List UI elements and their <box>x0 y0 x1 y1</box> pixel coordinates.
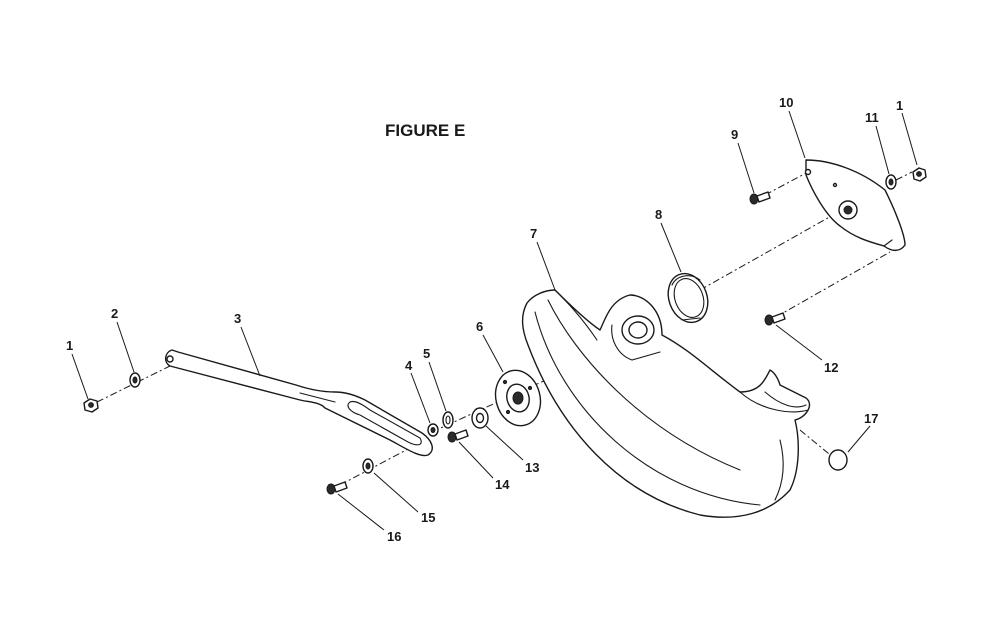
guard-plate <box>804 159 906 252</box>
washer-11 <box>885 174 897 190</box>
screw-9 <box>749 191 771 205</box>
callout-3: 3 <box>234 311 241 326</box>
axis-line-spring <box>699 209 843 291</box>
axis-line-top-screw <box>764 171 809 196</box>
callout-16: 16 <box>387 529 401 544</box>
washer-2 <box>129 372 141 388</box>
callout-5: 5 <box>423 346 430 361</box>
callout-12: 12 <box>824 360 838 375</box>
cap-17 <box>828 449 848 471</box>
callout-numbers: 1 2 3 4 5 6 7 8 9 10 11 1 12 13 14 15 16… <box>66 95 903 544</box>
washer-5 <box>442 411 454 429</box>
callout-6: 6 <box>476 319 483 334</box>
callout-7: 7 <box>530 226 537 241</box>
callout-9: 9 <box>731 127 738 142</box>
torsion-spring <box>667 272 709 324</box>
washer-13 <box>471 407 489 429</box>
callout-4: 4 <box>405 358 413 373</box>
axis-line-cap <box>799 429 835 459</box>
axis-line-top-nut <box>895 171 913 181</box>
callout-1-right: 1 <box>896 98 903 113</box>
lower-blade-guard <box>521 289 811 518</box>
callout-8: 8 <box>655 207 662 222</box>
link-arm <box>165 349 433 457</box>
callout-10: 10 <box>779 95 793 110</box>
washer-15 <box>362 458 374 474</box>
screw-14 <box>447 429 469 443</box>
callout-14: 14 <box>495 477 510 492</box>
screw-16 <box>326 481 348 495</box>
bushing-4 <box>427 423 439 437</box>
callout-15: 15 <box>421 510 435 525</box>
axis-line-bottom-screw <box>339 447 411 486</box>
flange-plate <box>494 369 542 427</box>
hex-nut-right <box>912 167 927 182</box>
axis-line-lower-screw <box>775 251 891 318</box>
callout-13: 13 <box>525 460 539 475</box>
callout-11: 11 <box>865 110 879 125</box>
leader-lines <box>71 110 918 531</box>
screw-12 <box>764 312 786 326</box>
hex-nut-left <box>83 398 99 413</box>
figure-title: FIGURE E <box>385 121 465 140</box>
callout-17: 17 <box>864 411 878 426</box>
callout-1-left: 1 <box>66 338 73 353</box>
callout-2: 2 <box>111 306 118 321</box>
